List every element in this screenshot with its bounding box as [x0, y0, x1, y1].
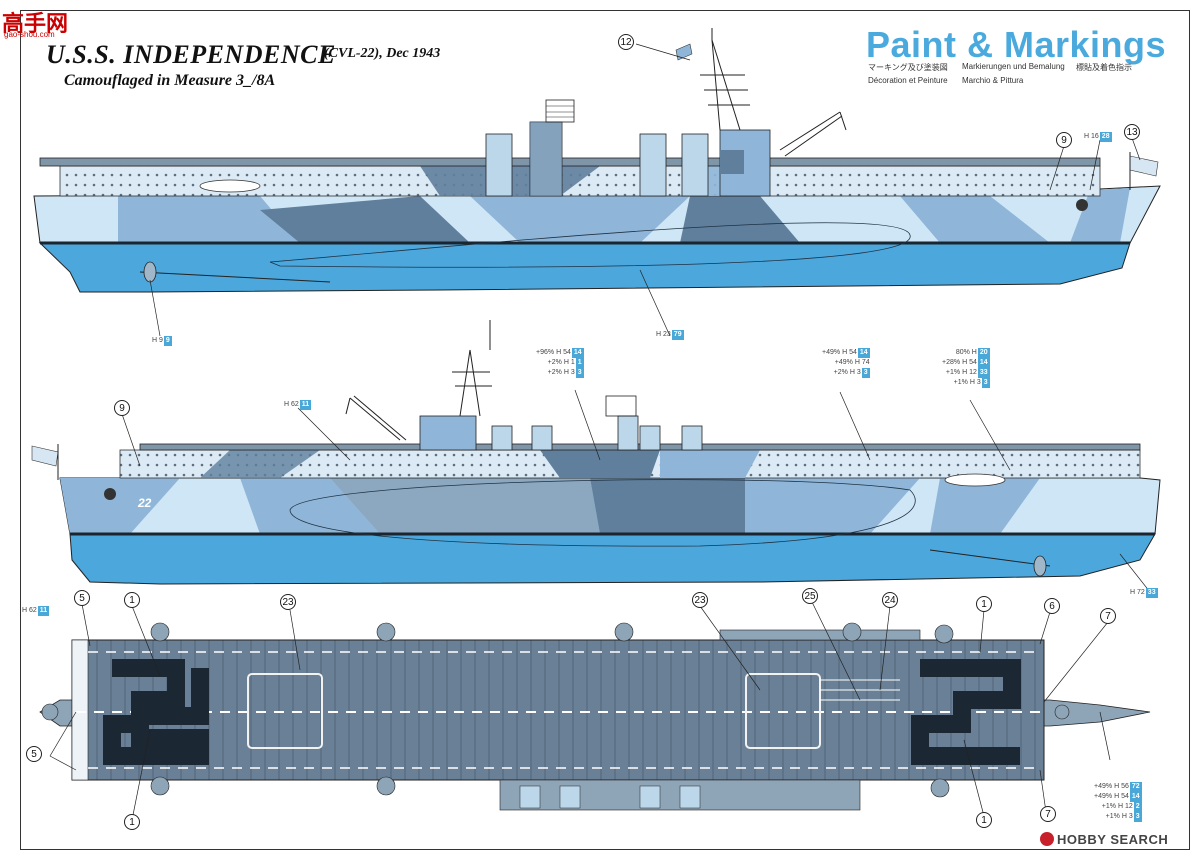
port-funnels [491, 415, 703, 451]
hull-number: 22 [138, 496, 152, 510]
port-ensign [31, 445, 59, 467]
port-island [419, 415, 477, 451]
deck-sponsons [41, 622, 1070, 798]
port-propeller [1033, 555, 1047, 577]
callout-5-bottom: 5 [26, 746, 42, 762]
callout-25: 25 [802, 588, 818, 604]
starboard-profile [33, 28, 1161, 293]
starboard-flight-deck [39, 157, 1101, 167]
callout-9-top: 9 [1056, 132, 1072, 148]
callout-23-left: 23 [280, 594, 296, 610]
starboard-camo-patch [900, 196, 1050, 243]
port-radar [605, 395, 637, 417]
starboard-camo-patch [118, 196, 300, 243]
callout-7-top: 7 [1100, 608, 1116, 624]
starboard-anchor [1076, 199, 1088, 211]
port-lower-hull [69, 533, 1156, 585]
callout-1-top-right: 1 [976, 596, 992, 612]
aft-deck-number [103, 659, 209, 765]
ship-subtitle: (CVL-22), Dec 1943 [324, 46, 441, 61]
paint-markings-fr: Décoration et Peinture [868, 76, 948, 85]
camouflage-note: Camouflaged in Measure 3_/8A [64, 72, 276, 89]
port-crane [345, 395, 407, 441]
callout-7-bottom: 7 [1040, 806, 1056, 822]
starboard-ensign [1129, 155, 1159, 177]
drawing-frame [20, 10, 1190, 850]
callout-23-right: 23 [692, 592, 708, 608]
callout-1-top-left: 1 [124, 592, 140, 608]
callout-1-bottom-right: 1 [976, 812, 992, 828]
paint-markings-jp: マーキング及び塗装図 [868, 63, 948, 72]
callout-24: 24 [882, 592, 898, 608]
flight-deck-plan [71, 639, 1045, 781]
callout-12: 12 [618, 34, 634, 50]
starboard-lower-hull [38, 242, 1131, 293]
paint-markings-cn: 標貼及着色指示 [1076, 63, 1132, 72]
site-logo-sub: gao-shou.com [4, 30, 55, 39]
starboard-camo-patch [680, 196, 800, 243]
hobby-search-logo-icon [1040, 832, 1054, 846]
starboard-lifeboat [199, 179, 261, 193]
paint-markings-it: Marchio & Pittura [962, 76, 1024, 85]
paint-markings-de: Markierungen und Bemalung [962, 62, 1065, 71]
starboard-camo-patch [1070, 188, 1130, 243]
callout-13: 13 [1124, 124, 1140, 140]
hobby-search-watermark: HOBBY SEARCH [1040, 832, 1168, 847]
site-logo: 高手网 [2, 11, 69, 36]
paint-markings-title: Paint & Markings [866, 24, 1167, 65]
callout-5-top: 5 [74, 590, 90, 606]
port-profile [31, 320, 1161, 585]
forward-elevator [745, 673, 821, 749]
forward-deck-number [911, 659, 1021, 765]
deck-plan [39, 622, 1151, 811]
callout-1-bottom-left: 1 [124, 814, 140, 830]
port-mast [452, 320, 492, 417]
callout-leaders [49, 43, 1151, 821]
starboard-propeller [143, 261, 157, 283]
starboard-crane [779, 111, 847, 157]
aft-elevator [247, 673, 323, 749]
callout-9-mid: 9 [114, 400, 130, 416]
ship-title: U.S.S. INDEPENDENCE [46, 40, 336, 69]
port-anchor [104, 488, 116, 500]
starboard-radar [545, 99, 575, 123]
starboard-mast [700, 28, 750, 131]
starboard-camo-patch [260, 196, 470, 243]
port-lifeboat [944, 473, 1006, 487]
callout-6: 6 [1044, 598, 1060, 614]
